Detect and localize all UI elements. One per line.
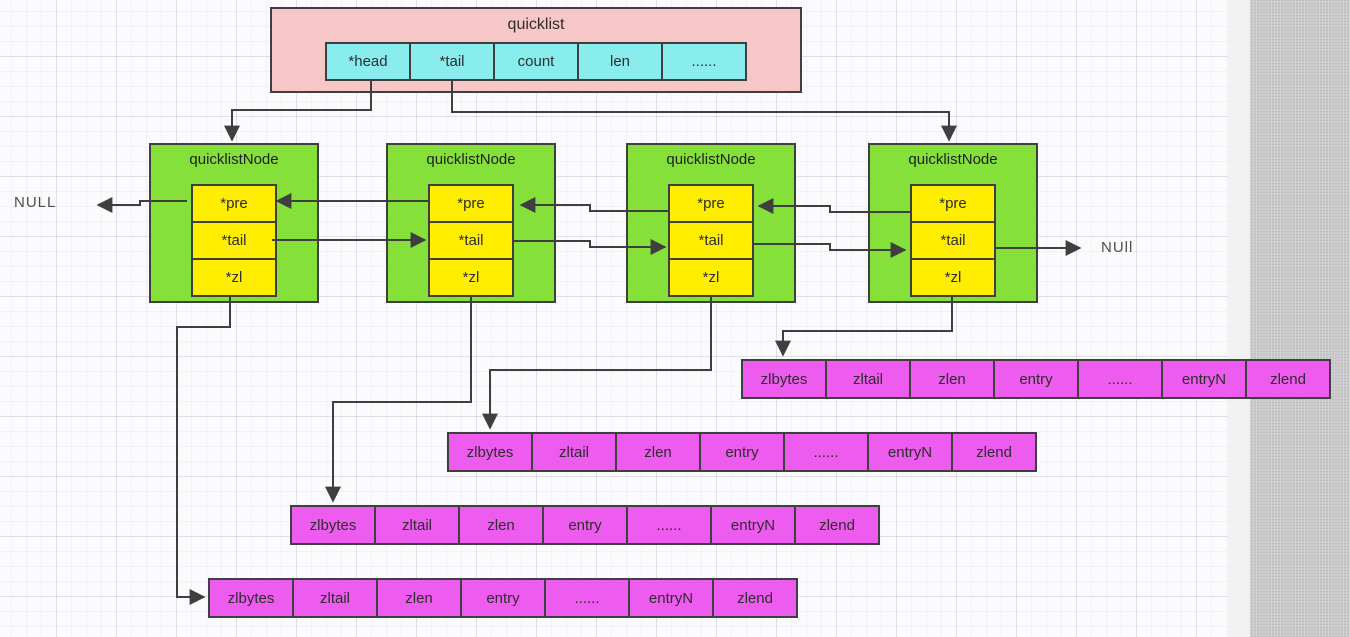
ziplist4-zlen: zlen: [376, 578, 462, 618]
ziplist-row-3: zlbytes zltail zlen entry ...... entryN …: [290, 505, 880, 545]
ziplist3-zlend: zlend: [794, 505, 880, 545]
node4-field-tail: *tail: [910, 221, 996, 260]
ziplist3-zlen: zlen: [458, 505, 544, 545]
ziplist1-zlend: zlend: [1245, 359, 1331, 399]
node3-field-pre: *pre: [668, 184, 754, 223]
node-pointer-stack: *pre *tail *zl: [668, 184, 754, 297]
quicklist-field-count: count: [493, 42, 579, 81]
node-pointer-stack: *pre *tail *zl: [428, 184, 514, 297]
page-background-texture: [1250, 0, 1350, 637]
ziplist1-entryN: entryN: [1161, 359, 1247, 399]
ziplist4-zlend: zlend: [712, 578, 798, 618]
node3-field-tail: *tail: [668, 221, 754, 260]
ziplist2-zlen: zlen: [615, 432, 701, 472]
ziplist1-entry: entry: [993, 359, 1079, 399]
node3-field-zl: *zl: [668, 258, 754, 297]
node4-field-zl: *zl: [910, 258, 996, 297]
ziplist-row-4: zlbytes zltail zlen entry ...... entryN …: [208, 578, 798, 618]
quicklist-field-head: *head: [325, 42, 411, 81]
node-title: quicklistNode: [908, 151, 998, 168]
node2-field-pre: *pre: [428, 184, 514, 223]
ziplist2-entryN: entryN: [867, 432, 953, 472]
quicklist-title: quicklist: [507, 16, 565, 33]
node-pointer-stack: *pre *tail *zl: [191, 184, 277, 297]
ziplist2-entry: entry: [699, 432, 785, 472]
quicklist-struct-box: quicklist *head *tail count len ......: [270, 7, 802, 93]
ziplist4-zlbytes: zlbytes: [208, 578, 294, 618]
node-title: quicklistNode: [189, 151, 279, 168]
quicklist-node-3: quicklistNode *pre *tail *zl: [626, 143, 796, 303]
null-label-right: NUll: [1101, 239, 1134, 256]
ziplist1-zlen: zlen: [909, 359, 995, 399]
ziplist3-zlbytes: zlbytes: [290, 505, 376, 545]
ziplist2-zlend: zlend: [951, 432, 1037, 472]
ziplist3-ellipsis: ......: [626, 505, 712, 545]
ziplist1-zlbytes: zlbytes: [741, 359, 827, 399]
quicklist-field-len: len: [577, 42, 663, 81]
ziplist4-ellipsis: ......: [544, 578, 630, 618]
ziplist-row-2: zlbytes zltail zlen entry ...... entryN …: [447, 432, 1037, 472]
quicklist-node-2: quicklistNode *pre *tail *zl: [386, 143, 556, 303]
ziplist4-entry: entry: [460, 578, 546, 618]
node-title: quicklistNode: [666, 151, 756, 168]
ziplist2-zlbytes: zlbytes: [447, 432, 533, 472]
ziplist1-zltail: zltail: [825, 359, 911, 399]
quicklist-field-tail: *tail: [409, 42, 495, 81]
ziplist3-entry: entry: [542, 505, 628, 545]
node2-field-zl: *zl: [428, 258, 514, 297]
ziplist-row-1: zlbytes zltail zlen entry ...... entryN …: [741, 359, 1331, 399]
ziplist4-entryN: entryN: [628, 578, 714, 618]
node1-field-pre: *pre: [191, 184, 277, 223]
ziplist4-zltail: zltail: [292, 578, 378, 618]
null-label-left: NULL: [14, 194, 57, 211]
node2-field-tail: *tail: [428, 221, 514, 260]
node1-field-zl: *zl: [191, 258, 277, 297]
ziplist3-zltail: zltail: [374, 505, 460, 545]
quicklist-node-1: quicklistNode *pre *tail *zl: [149, 143, 319, 303]
node-title: quicklistNode: [426, 151, 516, 168]
page-gutter: [1228, 0, 1250, 637]
node-pointer-stack: *pre *tail *zl: [910, 184, 996, 297]
ziplist3-entryN: entryN: [710, 505, 796, 545]
ziplist2-ellipsis: ......: [783, 432, 869, 472]
ziplist2-zltail: zltail: [531, 432, 617, 472]
ziplist1-ellipsis: ......: [1077, 359, 1163, 399]
quicklist-node-4: quicklistNode *pre *tail *zl: [868, 143, 1038, 303]
quicklist-field-ellipsis: ......: [661, 42, 747, 81]
node4-field-pre: *pre: [910, 184, 996, 223]
quicklist-fields-row: *head *tail count len ......: [325, 42, 747, 81]
node1-field-tail: *tail: [191, 221, 277, 260]
